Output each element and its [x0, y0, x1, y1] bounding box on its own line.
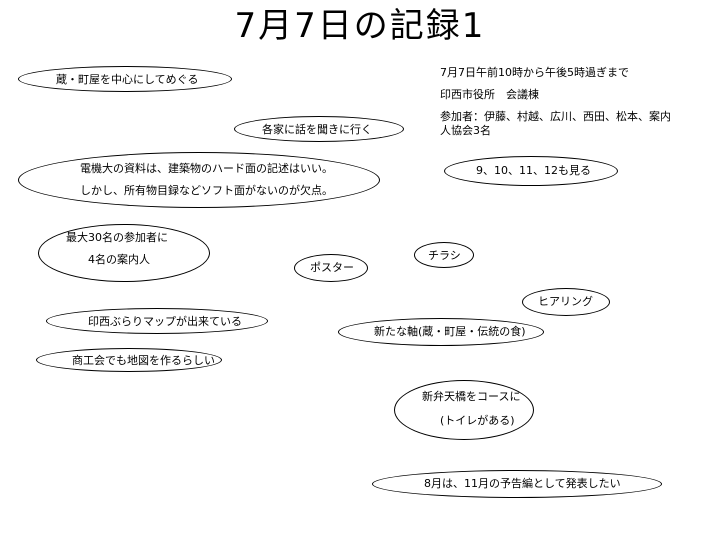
label-max30-1: 最大30名の参加者に	[66, 231, 168, 244]
oval-denkidai	[18, 152, 380, 208]
label-shokokai: 商工会でも地図を作るらしい	[72, 354, 215, 367]
label-denkidai-1: 電機大の資料は、建築物のハード面の記述はいい。	[80, 162, 333, 175]
label-denkidai-2: しかし、所有物目録などソフト面がないのが欠点。	[80, 184, 333, 197]
oval-hearing	[522, 288, 610, 316]
label-hearing: ヒアリング	[538, 295, 593, 308]
meeting-attendees-line1: 参加者：伊藤、村越、広川、西田、松本、案内	[440, 110, 671, 123]
oval-max30	[38, 224, 210, 282]
label-kura-machiya: 蔵・町屋を中心にしてめぐる	[56, 73, 199, 86]
label-inzai-map: 印西ぶらりマップが出来ている	[88, 315, 242, 328]
meeting-attendees-line2: 人協会3名	[440, 124, 491, 137]
oval-aug-nov	[372, 470, 662, 498]
oval-nine-12	[444, 156, 618, 186]
label-aug-nov: 8月は、11月の予告編として発表したい	[424, 477, 621, 490]
oval-benten	[394, 380, 534, 440]
label-chirashi: チラシ	[428, 249, 461, 262]
oval-inzai-map	[46, 308, 268, 334]
label-benten-1: 新弁天橋をコースに	[422, 390, 521, 403]
meeting-place: 印西市役所 会議棟	[440, 88, 539, 101]
label-nine-12: 9、10、11、12も見る	[476, 164, 591, 177]
oval-shokokai	[36, 348, 222, 372]
oval-new-axis	[338, 318, 544, 346]
oval-kakuka	[234, 116, 404, 142]
oval-poster	[294, 254, 368, 282]
label-poster: ポスター	[310, 261, 354, 274]
oval-chirashi	[414, 242, 474, 268]
label-kakuka: 各家に話を聞きに行く	[262, 123, 372, 136]
label-benten-2: (トイレがある)	[440, 414, 515, 427]
meeting-time: 7月7日午前10時から午後5時過ぎまで	[440, 66, 629, 79]
label-max30-2: 4名の案内人	[88, 253, 150, 266]
label-new-axis: 新たな軸(蔵・町屋・伝統の食)	[374, 325, 526, 338]
oval-kura-machiya	[18, 66, 232, 92]
page-title: 7月7日の記録1	[234, 6, 486, 46]
